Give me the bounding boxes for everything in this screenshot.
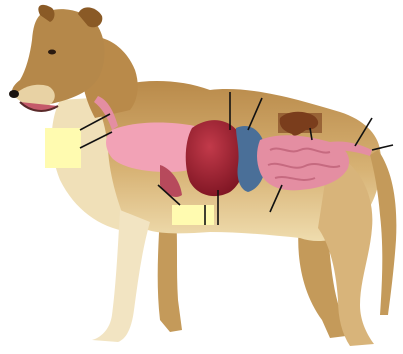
- near-front-leg: [92, 210, 150, 342]
- nose: [9, 90, 19, 98]
- label-box-chest: [172, 205, 214, 225]
- eye: [48, 50, 56, 55]
- label-box-kidney: [278, 113, 322, 133]
- label-box-neck: [45, 128, 81, 168]
